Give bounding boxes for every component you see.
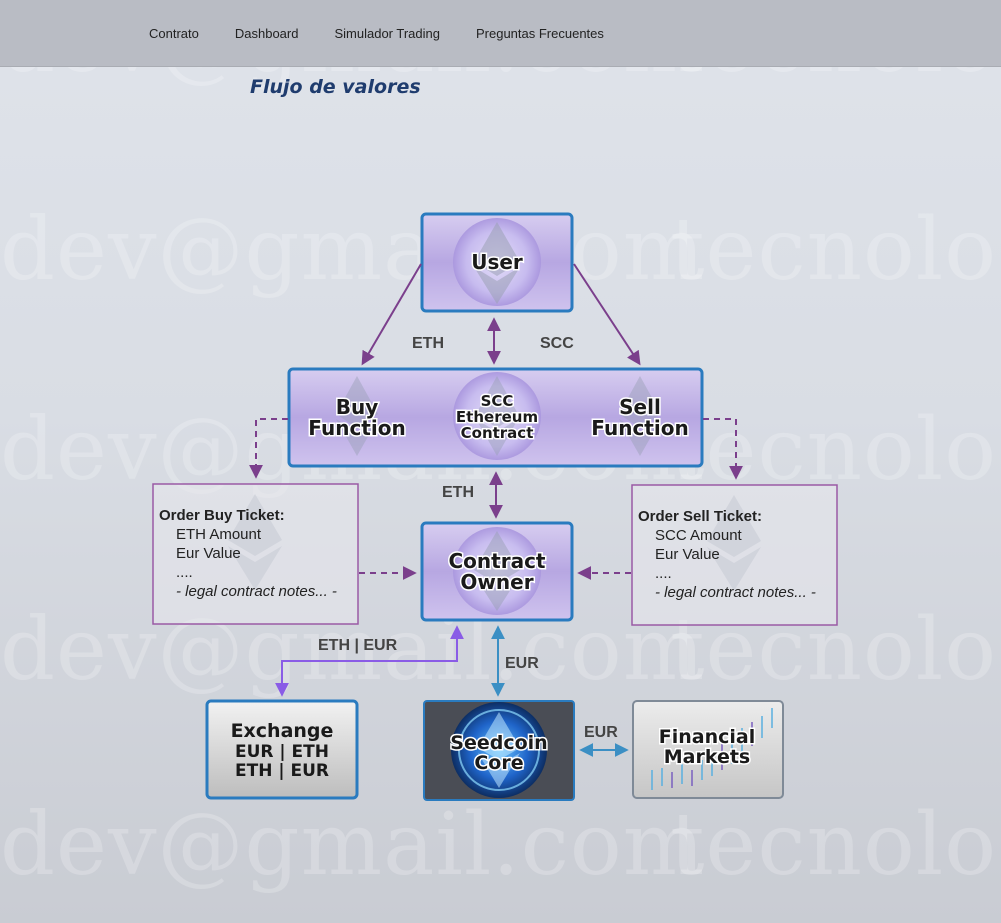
- nav-link-dashboard[interactable]: Dashboard: [234, 26, 299, 41]
- label-eth-left: ETH: [412, 335, 444, 352]
- svg-text:Markets: Markets: [664, 746, 751, 768]
- nav-link-preguntas-frecuentes[interactable]: Preguntas Frecuentes: [475, 26, 604, 41]
- contract-owner-node: Contract Owner: [420, 521, 574, 622]
- main-nav: Contrato Dashboard Simulador Trading Pre…: [149, 26, 640, 41]
- arrow-user-to-sell: [573, 263, 641, 366]
- svg-text:Exchange: Exchange: [231, 720, 334, 742]
- dashed-buy-to-ticket: [249, 418, 288, 479]
- svg-text:Order Buy Ticket:: Order Buy Ticket:: [159, 507, 285, 524]
- label-scc-right: SCC: [540, 335, 574, 352]
- financial-markets-node: Financial Markets: [632, 700, 784, 799]
- market-candles-icon: [651, 708, 773, 790]
- label-eth-mid: ETH: [442, 484, 474, 501]
- svg-text:Core: Core: [474, 752, 523, 774]
- svg-text:Sell: Sell: [619, 395, 661, 419]
- svg-text:Function: Function: [591, 416, 688, 440]
- svg-text:Ethereum: Ethereum: [456, 408, 538, 426]
- seedcoin-core-node: Seedcoin Core: [423, 700, 575, 801]
- svg-text:ETH | EUR: ETH | EUR: [235, 761, 329, 781]
- svg-text:....: ....: [655, 565, 672, 582]
- nav-link-simulador-trading[interactable]: Simulador Trading: [334, 26, 440, 41]
- dashed-sell-to-ticket: [703, 418, 743, 480]
- svg-text:Function: Function: [308, 416, 405, 440]
- top-navbar: Contrato Dashboard Simulador Trading Pre…: [0, 0, 1001, 67]
- svg-text:SCC: SCC: [481, 392, 514, 410]
- svg-text:Order Sell Ticket:: Order Sell Ticket:: [638, 508, 762, 525]
- svg-text:User: User: [471, 250, 523, 274]
- svg-text:Financial: Financial: [659, 726, 755, 748]
- svg-text:Seedcoin: Seedcoin: [450, 732, 547, 754]
- svg-text:....: ....: [176, 564, 193, 581]
- svg-text:Contract: Contract: [449, 549, 546, 573]
- svg-text:Contract: Contract: [461, 424, 534, 442]
- label-eth-eur: ETH | EUR: [318, 637, 398, 654]
- svg-text:- legal contract notes... -: - legal contract notes... -: [655, 584, 816, 601]
- order-buy-ticket: Order Buy Ticket: ETH Amount Eur Value .…: [152, 483, 359, 625]
- exchange-node: Exchange EUR | ETH ETH | EUR: [205, 699, 359, 800]
- arrow-user-to-buy: [361, 263, 422, 366]
- svg-text:Owner: Owner: [460, 570, 533, 594]
- order-sell-ticket: Order Sell Ticket: SCC Amount Eur Value …: [631, 484, 838, 626]
- svg-text:Eur Value: Eur Value: [655, 546, 720, 563]
- svg-text:Buy: Buy: [336, 395, 379, 419]
- svg-text:- legal contract notes... -: - legal contract notes... -: [176, 583, 337, 600]
- label-eur-horizontal: EUR: [584, 724, 618, 741]
- svg-text:SCC Amount: SCC Amount: [655, 527, 743, 544]
- svg-text:EUR | ETH: EUR | ETH: [235, 742, 329, 762]
- arrow-owner-exchange: [275, 625, 464, 697]
- user-node: User: [420, 212, 574, 313]
- scc-contract-node: Buy Function SCC Ethereum Contract Sell …: [287, 367, 704, 468]
- svg-text:Eur Value: Eur Value: [176, 545, 241, 562]
- nav-link-contrato[interactable]: Contrato: [149, 26, 199, 41]
- page-title: Flujo de valores: [250, 76, 421, 98]
- svg-text:ETH Amount: ETH Amount: [176, 526, 262, 543]
- label-eur-vertical: EUR: [505, 655, 539, 672]
